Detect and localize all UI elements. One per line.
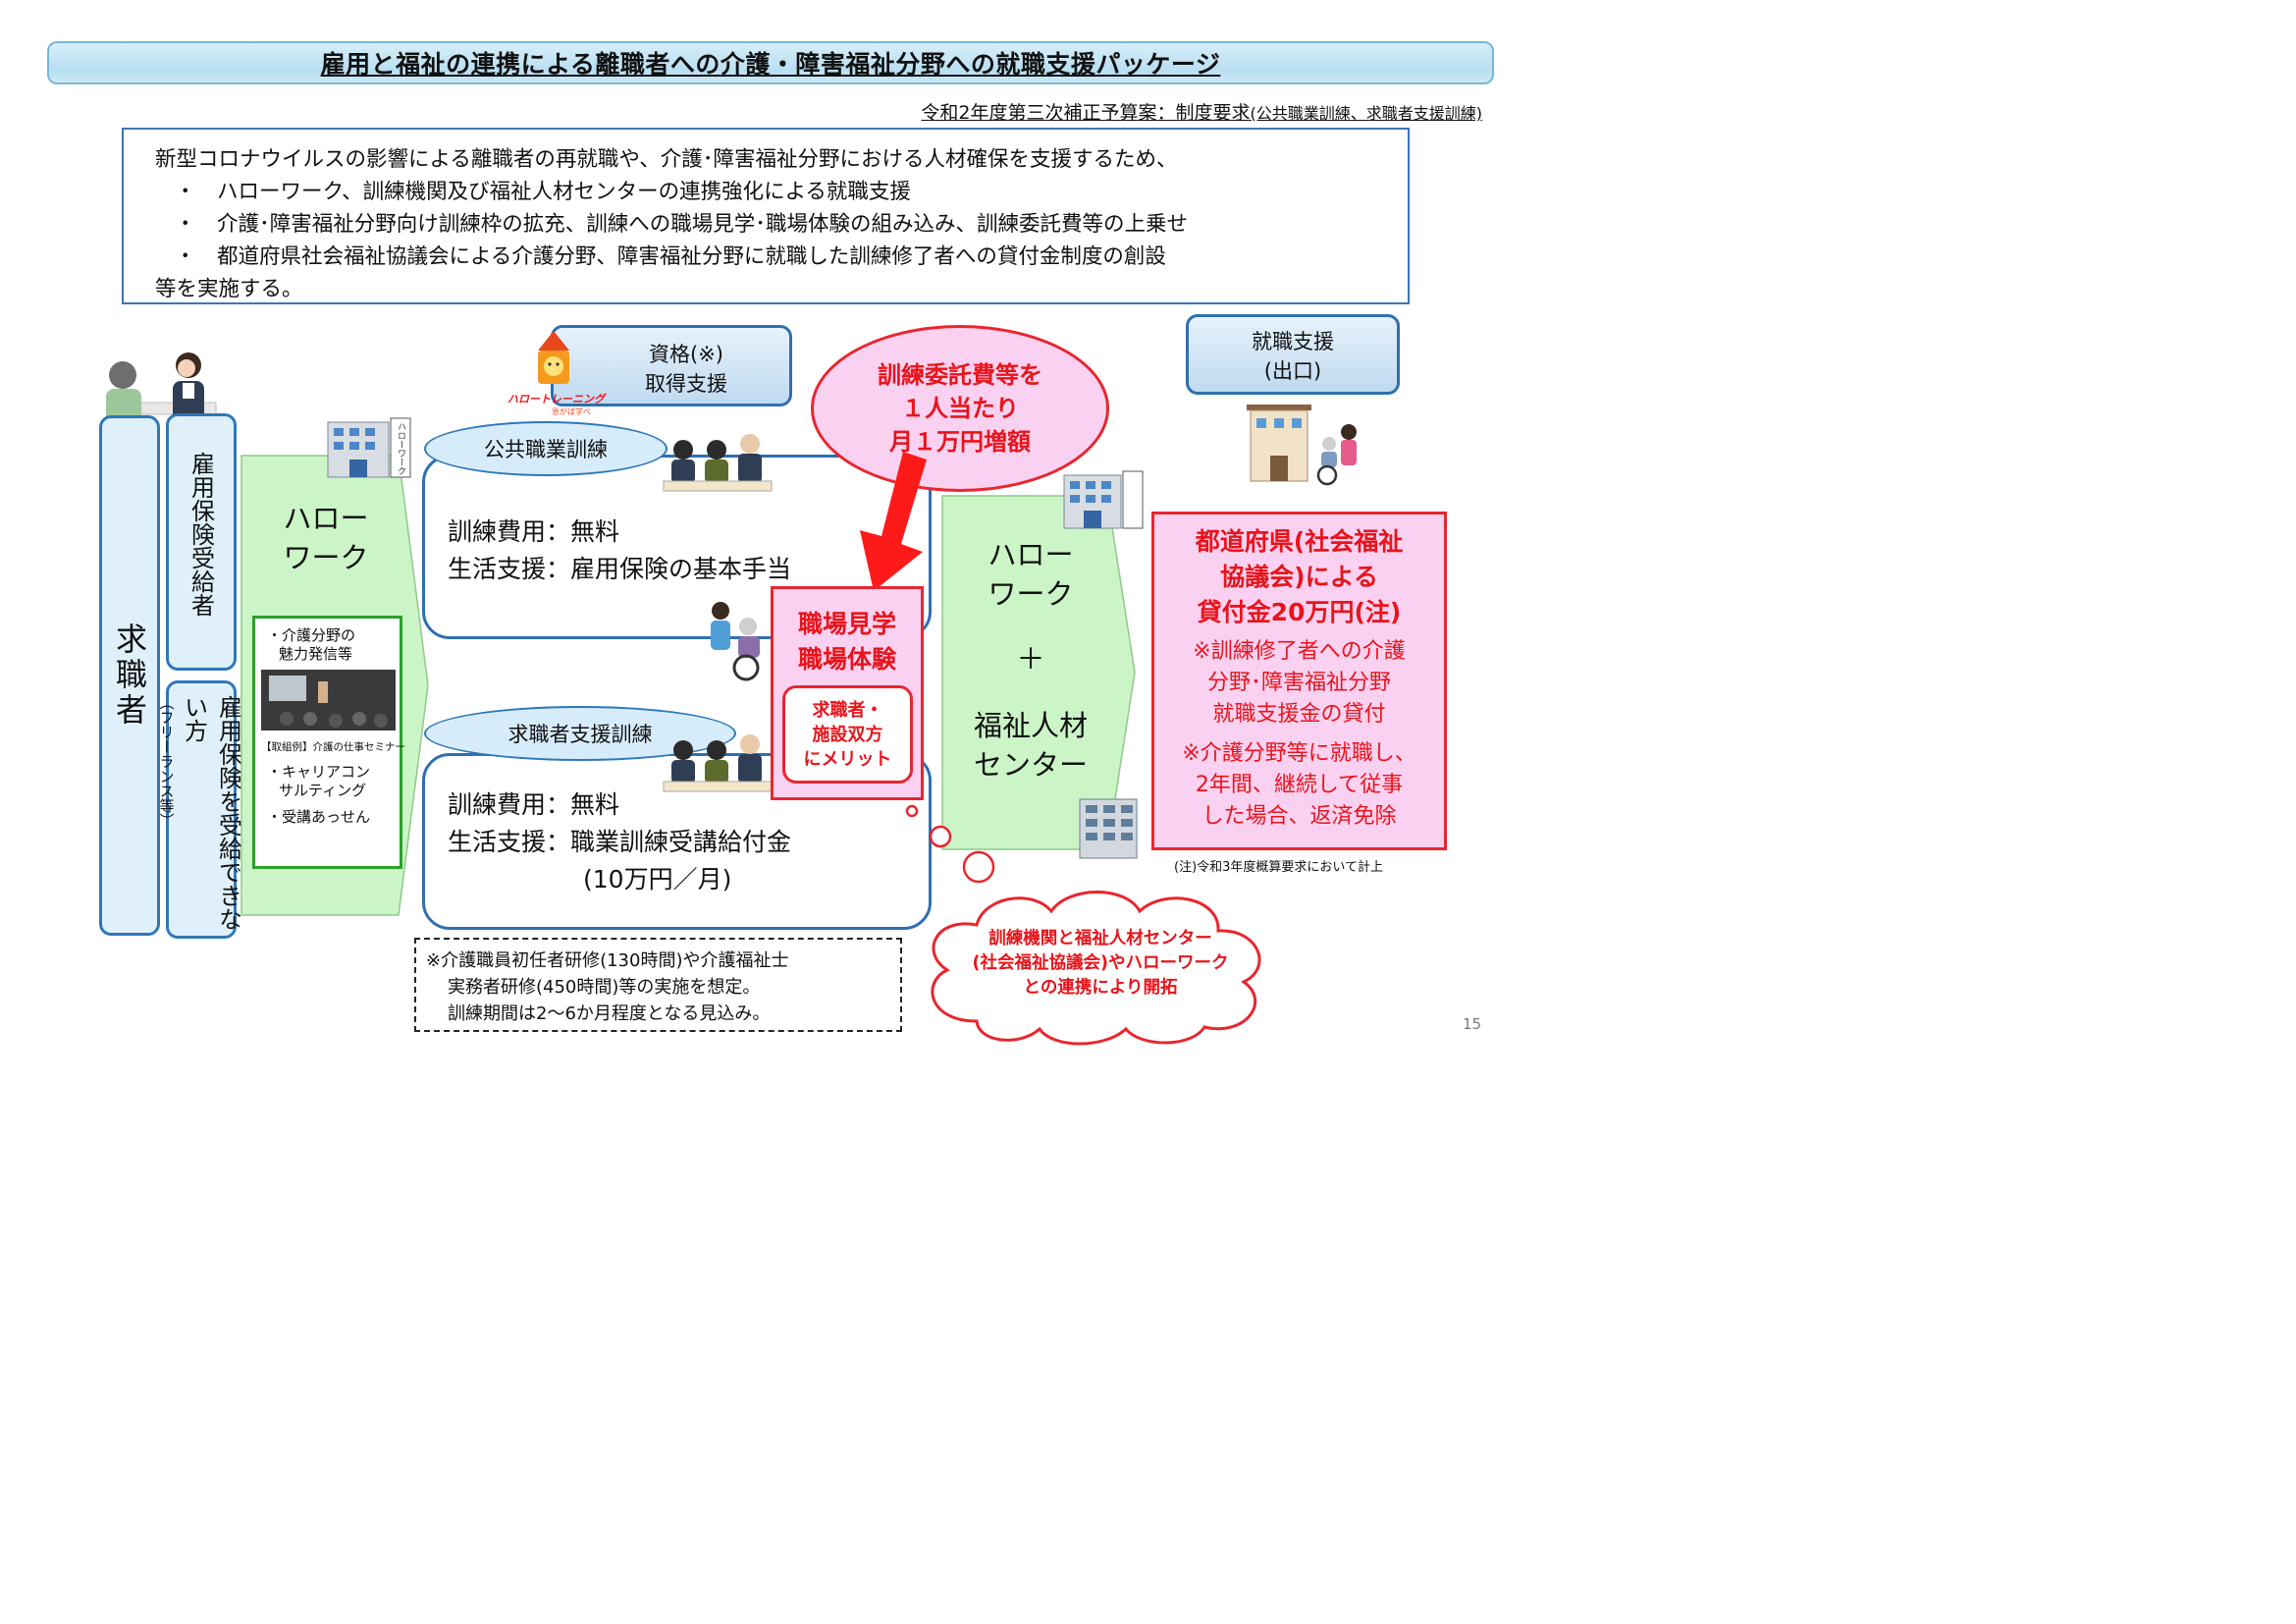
red-down-arrow: [860, 452, 927, 591]
plus-sign: ＋: [1016, 642, 1045, 676]
training-note-box: ※介護職員初任者研修(130時間)や介護福祉士 実務者研修(450時間)等の実施…: [414, 938, 902, 1032]
trainees-illustration: [663, 434, 773, 492]
cloud-line3: との連携により開拓: [1023, 978, 1178, 998]
intro-bullet-1: ・ ハローワーク、訓練機関及び福祉人材センターの連携強化による就職支援: [175, 180, 911, 204]
loan-note3: 就職支援金の貸付: [1212, 702, 1386, 727]
hellowork-2-label: ハロー ワーク ＋ 福祉人材 センター: [957, 535, 1104, 785]
intro-bullet-3: ・ 都道府県社会福祉協議会による介護分野、障害福祉分野に就職した訓練修了者への貸…: [175, 244, 1166, 269]
service-1b: 魅力発信等: [279, 645, 353, 663]
merit-line3: にメリット: [803, 749, 892, 770]
intro-bullet-2: ・ 介護･障害福祉分野向け訓練枠の拡充、訓練への職場見学･職場体験の組み込み、訓…: [175, 212, 1189, 237]
seminar-photo: [261, 670, 396, 731]
service-2: ・キャリアコン: [267, 763, 371, 781]
public-training-name: 公共職業訓練: [484, 438, 608, 461]
welfare-center-building-icon: [1079, 798, 1138, 859]
thought-circles: [905, 804, 995, 884]
intro-box: 新型コロナウイルスの影響による離職者の再就職や、介護･障害福祉分野における人材確…: [122, 128, 1410, 304]
merit-line2: 施設双方: [812, 725, 883, 745]
loan-line1: 都道府県(社会福祉: [1195, 527, 1404, 556]
exit-line1: 就職支援: [1252, 330, 1334, 353]
qualification-line1: 資格(※): [649, 343, 723, 366]
loan-box: 都道府県(社会福祉 協議会)による 貸付金20万円(注) ※訓練修了者への介護 …: [1151, 512, 1447, 850]
seeker-training-name: 求職者支援訓練: [507, 723, 653, 746]
public-training-tag: 公共職業訓練: [424, 421, 667, 476]
subsidy-line1: 訓練委託費等を: [878, 361, 1042, 389]
cloud-line2: (社会福祉協議会)やハローワーク: [972, 953, 1229, 973]
merit-box: 求職者・ 施設双方 にメリット: [782, 685, 913, 784]
public-training-living: 生活支援：雇用保険の基本手当: [448, 555, 792, 583]
not-insured-label: 雇用保険を受給できない方: [180, 695, 242, 931]
loan-heading: 都道府県(社会福祉 協議会)による 貸付金20万円(注): [1154, 524, 1444, 630]
job-seeker-box: 求職者: [99, 415, 160, 936]
seeker-training-amount: (10万円／月): [583, 865, 732, 893]
not-insured-box: 雇用保険を受給できない方 （フリーランス等）: [158, 680, 242, 939]
service-3: ・受講あっせん: [267, 808, 371, 826]
budget-main: 令和2年度第三次補正予算案：制度要求: [921, 102, 1251, 124]
insured-box: 雇用保険受給者: [166, 413, 237, 671]
workplace-line1: 職場見学: [797, 610, 896, 638]
example-caption: 【取組例】介護の仕事セミナー: [261, 741, 405, 753]
note-line2: 実務者研修(450時間)等の実施を想定。: [448, 977, 761, 998]
budget-sub: (公共職業訓練、求職者支援訓練): [1250, 104, 1483, 123]
hellowork-1-label: ハロー ワーク: [257, 499, 395, 577]
loan-line3: 貸付金20万円(注): [1197, 598, 1402, 626]
cloud-line1: 訓練機関と福祉人材センター: [988, 929, 1212, 948]
loan-footnote: (注)令和3年度概算要求において計上: [1174, 860, 1384, 875]
loan-note5: 2年間、継続して従事: [1195, 773, 1404, 797]
collaboration-cloud: [931, 891, 1261, 1046]
hellowork-1-line2: ワーク: [283, 541, 369, 574]
exit-support-box: 就職支援 (出口): [1186, 314, 1400, 395]
exit-line2: (出口): [1263, 359, 1322, 383]
not-insured-note: （フリーランス等）: [157, 695, 176, 828]
note-line3: 訓練期間は2～6か月程度となる見込み。: [448, 1003, 771, 1024]
page-title: 雇用と福祉の連携による離職者への介護・障害福祉分野への就職支援パッケージ: [320, 50, 1221, 79]
loan-note1: ※訓練修了者への介護: [1193, 639, 1406, 664]
intro-tail: 等を実施する。: [155, 277, 303, 301]
hellowork-services-box: ・介護分野の 魅力発信等 【取組例】介護の仕事セミナー ・キャリアコン サルティ…: [252, 616, 405, 869]
subsidy-line2: １人当たり: [901, 395, 1019, 422]
page-number: 15: [1463, 1015, 1482, 1033]
loan-line2: 協議会)による: [1220, 563, 1378, 591]
hellowork-2-line1: ハロー: [988, 538, 1074, 571]
seeker-training-living: 生活支援：職業訓練受講給付金: [448, 828, 792, 856]
qualification-support-box: 資格(※) 取得支援: [551, 325, 792, 406]
cloud-text: 訓練機関と福祉人材センター (社会福祉協議会)やハローワーク との連携により開拓: [908, 927, 1293, 1001]
mascot-text: ハロートレーニング: [507, 393, 605, 406]
trainees-illustration-2: [663, 734, 773, 792]
note-line1: ※介護職員初任者研修(130時間)や介護福祉士: [426, 950, 789, 971]
care-facility-illustration: [1247, 405, 1357, 486]
mascot-rocket-icon: [538, 331, 569, 384]
seeker-training-cost: 訓練費用：無料: [448, 790, 620, 819]
workplace-line2: 職場体験: [797, 645, 896, 674]
loan-note4: ※介護分野等に就職し、: [1182, 741, 1416, 766]
service-2b: サルティング: [279, 782, 367, 799]
hellowork-building-icon-2: [1063, 470, 1144, 529]
job-seeker-label: 求職者: [111, 623, 148, 729]
hellowork-2-line2: ワーク: [988, 577, 1074, 611]
insured-label: 雇用保険受給者: [187, 452, 215, 617]
subsidy-bubble: 訓練委託費等を １人当たり 月１万円増額: [811, 325, 1109, 492]
hellowork-2-line4: センター: [973, 748, 1088, 782]
caregiver-wheelchair-illustration: [711, 602, 760, 681]
loan-note2: 分野･障害福祉分野: [1206, 671, 1391, 695]
budget-line: 令和2年度第三次補正予算案：制度要求(公共職業訓練、求職者支援訓練): [726, 98, 1482, 125]
public-training-cost: 訓練費用：無料: [448, 517, 620, 546]
intro-lead: 新型コロナウイルスの影響による離職者の再就職や、介護･障害福祉分野における人材確…: [155, 147, 1178, 172]
workplace-visit-box: 職場見学 職場体験 求職者・ 施設双方 にメリット: [771, 586, 924, 800]
seeker-training-tag: 求職者支援訓練: [424, 706, 736, 761]
hellowork-1-line1: ハロー: [283, 502, 369, 535]
subsidy-line3: 月１万円増額: [889, 428, 1031, 456]
service-1: ・介護分野の: [267, 626, 356, 644]
title-bar: 雇用と福祉の連携による離職者への介護・障害福祉分野への就職支援パッケージ: [47, 41, 1494, 84]
mascot-subtext: 急がば学べ: [552, 407, 591, 416]
qualification-line2: 取得支援: [645, 372, 727, 396]
hellowork-building-icon: [327, 417, 411, 478]
hellowork-2-line3: 福祉人材: [973, 709, 1088, 742]
loan-notes: ※訓練修了者への介護 分野･障害福祉分野 就職支援金の貸付 ※介護分野等に就職し…: [1154, 636, 1444, 833]
merit-line1: 求職者・: [812, 700, 883, 721]
hellowork-sign-text: ハローワーク: [396, 422, 405, 475]
loan-note6: した場合、返済免除: [1201, 804, 1397, 829]
